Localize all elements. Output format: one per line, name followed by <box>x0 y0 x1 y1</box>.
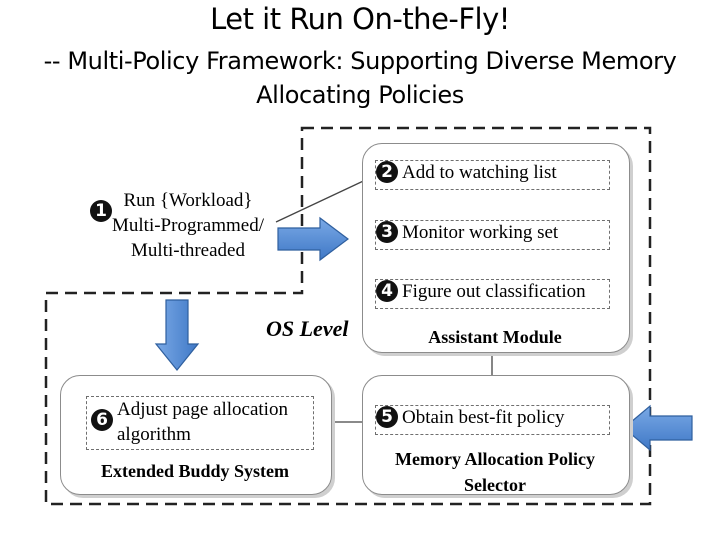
step-text: Monitor working set <box>402 222 559 243</box>
block-arrow-right-icon <box>277 216 349 262</box>
step-number-3: 3 <box>376 220 398 243</box>
step-number-4: 4 <box>376 279 398 302</box>
connector-run-to-watch <box>275 175 376 223</box>
step-number-6: 6 <box>91 409 113 431</box>
subtitle-line-1: -- Multi-Policy Framework: Supporting Di… <box>43 47 677 75</box>
step-text: Figure out classification <box>402 281 586 302</box>
block-arrow-left-icon <box>623 404 693 452</box>
slide-title: Let it Run On-the-Fly! <box>210 2 510 36</box>
adjust-line-2: algorithm <box>117 424 191 445</box>
os-level-label: OS Level <box>266 316 349 341</box>
policy-selector-label-line-1: Memory Allocation Policy <box>395 449 595 469</box>
step-adjust-page-allocation: 6 Adjust page allocation algorithm <box>86 396 314 450</box>
step-number-2: 2 <box>376 160 398 183</box>
extended-buddy-system-label: Extended Buddy System <box>100 461 290 481</box>
extended-buddy-system-module <box>60 375 332 495</box>
assistant-module-label: Assistant Module <box>428 327 562 347</box>
policy-selector-module <box>362 375 630 495</box>
os-level-boundary <box>44 126 652 506</box>
adjust-line-1: Adjust page allocation <box>117 399 288 420</box>
slide-subtitle: -- Multi-Policy Framework: Supporting Di… <box>0 44 720 112</box>
run-line-3: Multi-threaded <box>131 240 245 261</box>
run-line-1: Run {Workload} <box>123 190 253 211</box>
run-workload-step: 1 Run {Workload} Multi-Programmed/ Multi… <box>88 188 288 263</box>
policy-selector-label-line-2: Selector <box>464 475 526 495</box>
subtitle-line-2: Allocating Policies <box>256 81 464 109</box>
step-text: Add to watching list <box>402 162 557 183</box>
step-number-5: 5 <box>376 405 398 428</box>
policy-selector-label: Memory Allocation Policy Selector <box>362 446 628 498</box>
adjust-text: Adjust page allocation algorithm <box>117 397 288 447</box>
block-arrow-down-icon <box>154 299 200 371</box>
run-line-2: Multi-Programmed/ <box>112 215 264 236</box>
step-number-1: 1 <box>90 200 112 222</box>
step-text: Obtain best-fit policy <box>402 407 565 428</box>
